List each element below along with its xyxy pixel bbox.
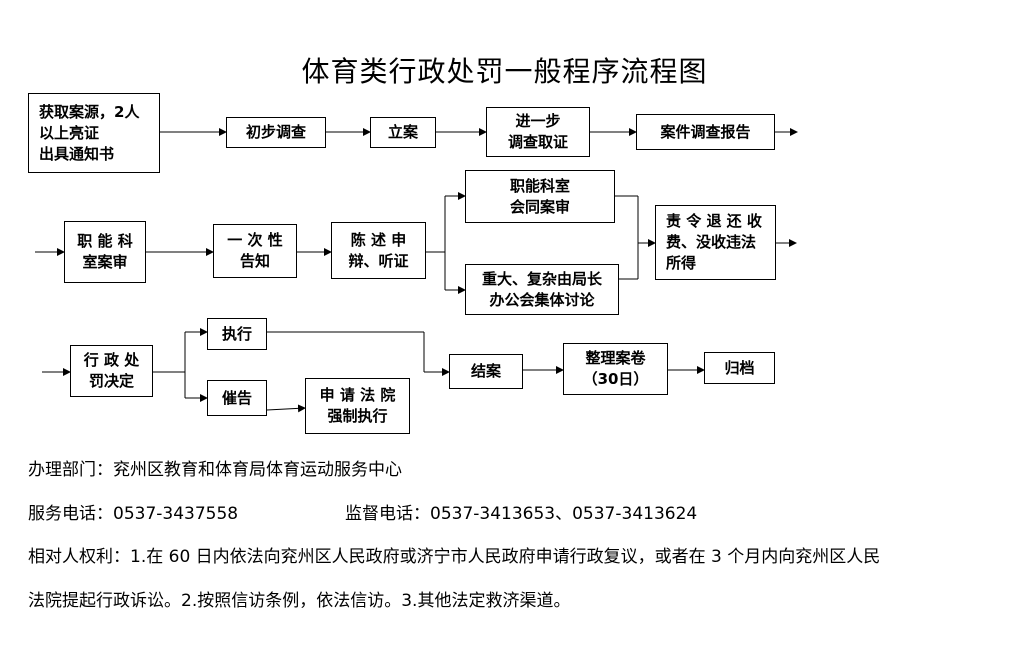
node-penalty-decision: 行 政 处 罚决定 — [70, 345, 153, 397]
node-case-report: 案件调查报告 — [636, 114, 775, 150]
node-archive: 归档 — [704, 352, 775, 384]
node-department-review: 职 能 科 室案审 — [64, 221, 146, 283]
node-obtain-case-source: 获取案源，2人 以上亮证 出具通知书 — [28, 93, 160, 173]
node-case-filing: 立案 — [370, 117, 436, 148]
node-one-time-notice: 一 次 性 告知 — [213, 224, 297, 278]
node-court-enforcement: 申 请 法 院 强制执行 — [305, 378, 410, 434]
rights-line-2: 法院提起行政诉讼。2.按照信访条例，依法信访。3.其他法定救济渠道。 — [28, 591, 571, 611]
node-urge-notice: 催告 — [207, 380, 267, 416]
node-further-evidence: 进一步 调查取证 — [486, 107, 590, 157]
node-execution: 执行 — [207, 318, 267, 350]
node-collective-discussion: 重大、复杂由局长 办公会集体讨论 — [465, 264, 619, 315]
handling-department: 办理部门：兖州区教育和体育局体育运动服务中心 — [28, 460, 402, 480]
service-phone: 服务电话：0537-3437558 — [28, 504, 239, 524]
node-case-closed: 结案 — [449, 354, 523, 389]
page-title: 体育类行政处罚一般程序流程图 — [301, 55, 708, 88]
node-organize-files: 整理案卷 （30日） — [563, 343, 668, 395]
node-statement-hearing: 陈 述 申 辩、听证 — [331, 222, 426, 279]
node-refund-confiscation: 责 令 退 还 收 费、没收违法 所得 — [655, 205, 776, 280]
node-preliminary-investigation: 初步调查 — [226, 117, 326, 148]
node-joint-review: 职能科室 会同案审 — [465, 170, 615, 223]
rights-line-1: 相对人权利：1.在 60 日内依法向兖州区人民政府或济宁市人民政府申请行政复议，… — [28, 547, 881, 567]
supervision-phone: 监督电话：0537-3413653、0537-3413624 — [345, 504, 698, 524]
